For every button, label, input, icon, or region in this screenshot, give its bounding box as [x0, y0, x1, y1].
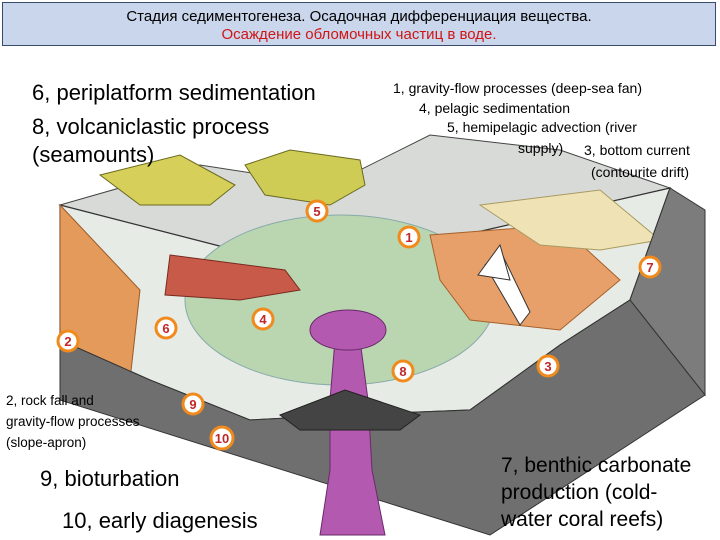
marker-10: 10: [209, 425, 235, 451]
label-10-early-diagenesis: 10, early diagenesis: [62, 508, 258, 533]
label-2-rock-fall: 2, rock fall and: [6, 393, 94, 408]
svg-text:4: 4: [259, 312, 267, 327]
label-4-pelagic: 4, pelagic sedimentation: [419, 100, 570, 116]
svg-text:5: 5: [313, 204, 320, 219]
label-7-benthic: 7, benthic carbonate: [501, 454, 692, 477]
seamount-cap-right: [244, 149, 366, 206]
label-1-gravity-flow: 1, gravity-flow processes (deep-sea fan): [393, 80, 642, 96]
label-2-slope-apron: (slope-apron): [6, 435, 87, 450]
svg-text:7: 7: [646, 260, 653, 275]
svg-text:6: 6: [162, 321, 169, 336]
label-3-contourite: (contourite drift): [591, 164, 690, 180]
marker-8: 8: [391, 359, 415, 383]
label-7-production: production (cold-: [501, 481, 658, 504]
label-5-hemipelagic: 5, hemipelagic advection (river: [447, 119, 637, 135]
marker-7: 7: [638, 255, 662, 279]
svg-text:9: 9: [189, 397, 196, 412]
platform-layer: [164, 254, 301, 301]
title-line-1: Стадия седиментогенеза. Осадочная диффер…: [126, 8, 592, 25]
label-5-supply: supply): [518, 140, 564, 156]
svg-text:2: 2: [64, 334, 71, 349]
seamount-cap-left: [98, 154, 236, 206]
svg-text:3: 3: [544, 359, 551, 374]
marker-2: 2: [56, 329, 80, 353]
label-6-periplatform: 6, periplatform sedimentation: [32, 80, 316, 105]
title-line-2: Осаждение обломочных частиц в воде.: [221, 26, 497, 43]
svg-text:8: 8: [399, 364, 406, 379]
river-delta: [478, 189, 662, 251]
title-banner: Стадия седиментогенеза. Осадочная диффер…: [2, 2, 716, 46]
marker-1: 1: [397, 225, 421, 249]
label-9-bioturbation: 9, bioturbation: [40, 466, 180, 491]
label-8-volcaniclastic: 8, volcaniclastic process: [32, 114, 270, 139]
label-7-coral-reefs: water coral reefs): [501, 508, 664, 531]
marker-4: 4: [251, 307, 275, 331]
marker-6: 6: [154, 316, 178, 340]
supply-arrow-head: [477, 243, 511, 281]
label-8-seamounts: (seamounts): [32, 142, 155, 167]
marker-5: 5: [305, 199, 329, 223]
volcano-plume: [309, 309, 387, 351]
svg-text:10: 10: [215, 431, 229, 446]
marker-9: 9: [181, 392, 205, 416]
marker-3: 3: [536, 354, 560, 378]
volcanic-cone: [278, 389, 422, 431]
label-2-gravity-flow: gravity-flow processes: [6, 414, 140, 429]
svg-text:1: 1: [405, 230, 412, 245]
label-3-bottom-current: 3, bottom current: [584, 142, 690, 158]
